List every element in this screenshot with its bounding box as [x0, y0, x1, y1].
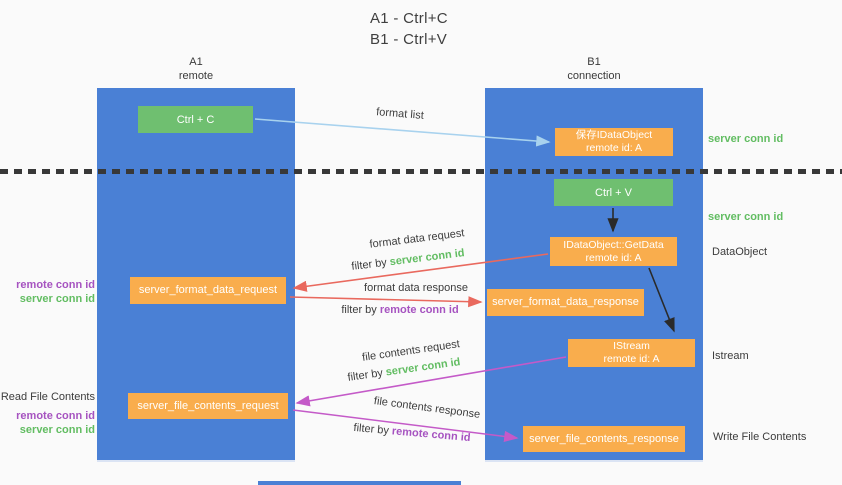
istream-remote-id: remote id: A: [603, 353, 660, 365]
right-column-name: B1: [587, 56, 601, 68]
write-file-contents-label: Write File Contents: [713, 431, 807, 443]
getdata-title: IDataObject::GetData: [563, 238, 664, 251]
ctrl-c-box: Ctrl + C: [138, 106, 253, 133]
save-idataobject-box: 保存IDataObject remote id: A: [555, 128, 673, 156]
format-data-response-label: format data response: [364, 282, 468, 294]
server-file-contents-request-box: server_file_contents_request: [128, 393, 288, 419]
server-file-contents-response-label: server_file_contents_response: [529, 432, 679, 445]
diagram-title: A1 - Ctrl+C B1 - Ctrl+V: [370, 8, 448, 50]
istream-box: IStream remote id: A: [568, 339, 695, 367]
server-conn-id-side-label-2: server conn id: [19, 424, 95, 436]
server-conn-id-text: server conn id: [384, 356, 462, 379]
remote-conn-id-text: remote conn id: [391, 425, 471, 445]
right-column-header: B1 connection: [534, 55, 654, 83]
dataobject-side-label: DataObject: [712, 246, 768, 258]
read-file-contents-label: Read File Contents: [0, 391, 95, 403]
server-conn-id-side-label-1: server conn id: [19, 293, 95, 305]
filter-by-text: filter by: [350, 256, 391, 273]
title-line-1: A1 - Ctrl+C: [370, 10, 448, 27]
filter-by-text: filter by: [341, 304, 380, 316]
server-conn-id-side-label-top: server conn id: [708, 133, 784, 145]
clipped-bottom-shape: [258, 481, 461, 485]
format-data-request-label: format data request: [368, 227, 466, 251]
server-format-data-request-label: server_format_data_request: [138, 284, 278, 296]
save-idataobject-remote-id: remote id: A: [585, 142, 643, 154]
ctrl-v-box: Ctrl + V: [554, 179, 673, 206]
server-format-data-response-box: server_format_data_response: [487, 289, 644, 316]
istream-side-label: Istream: [712, 350, 749, 362]
filter-by-text: filter by: [353, 421, 393, 438]
getdata-remote-id: remote id: A: [585, 251, 642, 264]
ctrl-v-label: Ctrl + V: [595, 186, 632, 199]
filter-by-remote-conn-id-label-2: filter by remote conn id: [353, 422, 471, 444]
left-conn-id-group-1: remote conn id server conn id: [0, 278, 95, 306]
server-format-data-response-label: server_format_data_response: [492, 296, 639, 308]
ctrl-c-label: Ctrl + C: [176, 113, 215, 126]
left-column-header: A1 remote: [136, 55, 256, 83]
left-column-name: A1: [189, 56, 203, 68]
server-format-data-request-box: server_format_data_request: [130, 277, 286, 304]
title-line-2: B1 - Ctrl+V: [370, 31, 448, 48]
filter-by-remote-conn-id-label-1: filter by remote conn id: [341, 304, 458, 316]
right-column-subtitle: connection: [567, 70, 621, 82]
file-contents-response-label: file contents response: [373, 395, 481, 421]
save-idataobject-title: 保存IDataObject: [575, 129, 653, 141]
filter-by-text: filter by: [346, 366, 387, 384]
left-column-subtitle: remote: [178, 70, 214, 82]
filter-by-server-conn-id-label-1: filter by server conn id: [351, 247, 465, 273]
format-data-response-arrow: [289, 296, 483, 308]
server-file-contents-response-box: server_file_contents_response: [523, 426, 685, 452]
remote-conn-id-side-label-2: remote conn id: [16, 410, 95, 422]
remote-conn-id-text: remote conn id: [379, 304, 459, 316]
server-conn-id-text: server conn id: [389, 247, 466, 269]
left-conn-id-group-2: Read File Contents remote conn id server…: [0, 390, 95, 437]
getdata-box: IDataObject::GetData remote id: A: [550, 237, 677, 266]
format-list-label: format list: [375, 106, 425, 122]
istream-title: IStream: [613, 340, 650, 352]
server-file-contents-request-label: server_file_contents_request: [137, 399, 279, 412]
server-conn-id-side-label-mid: server conn id: [708, 211, 784, 223]
remote-conn-id-side-label-1: remote conn id: [16, 279, 95, 291]
dotted-separator-line: [0, 169, 842, 174]
